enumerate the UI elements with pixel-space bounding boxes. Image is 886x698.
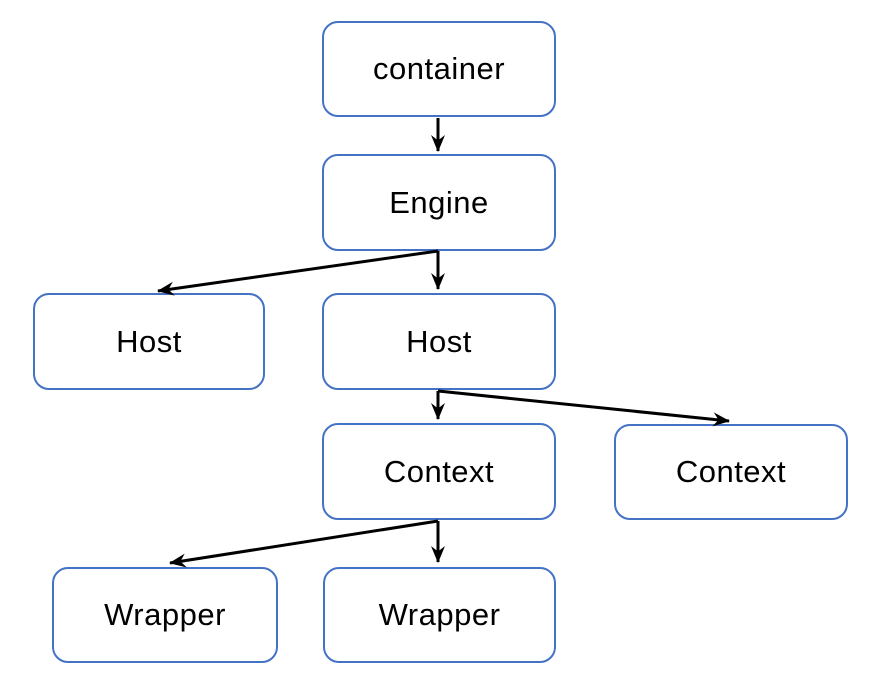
node-host-left-label: Host [116,323,182,359]
connector-engine-host-left [157,249,439,296]
node-context-right: Context [614,424,848,520]
node-context-right-label: Context [675,454,787,489]
node-container-label: container [372,51,506,86]
node-host-center-label: Host [406,323,472,359]
node-wrapper-center-label: Wrapper [378,597,501,632]
node-engine: Engine [322,154,556,251]
connector-host-context-right [437,389,730,427]
node-wrapper-left-label: Wrapper [104,597,226,632]
node-host-center: Host [322,293,556,390]
node-wrapper-center: Wrapper [323,567,556,663]
connector-context-wrapper-left [169,519,439,568]
node-host-left: Host [33,293,265,390]
node-context-center-label: Context [383,453,495,489]
node-container: container [322,21,556,117]
node-wrapper-left: Wrapper [52,567,278,663]
node-context-center: Context [322,423,556,520]
node-engine-label: Engine [389,184,489,220]
